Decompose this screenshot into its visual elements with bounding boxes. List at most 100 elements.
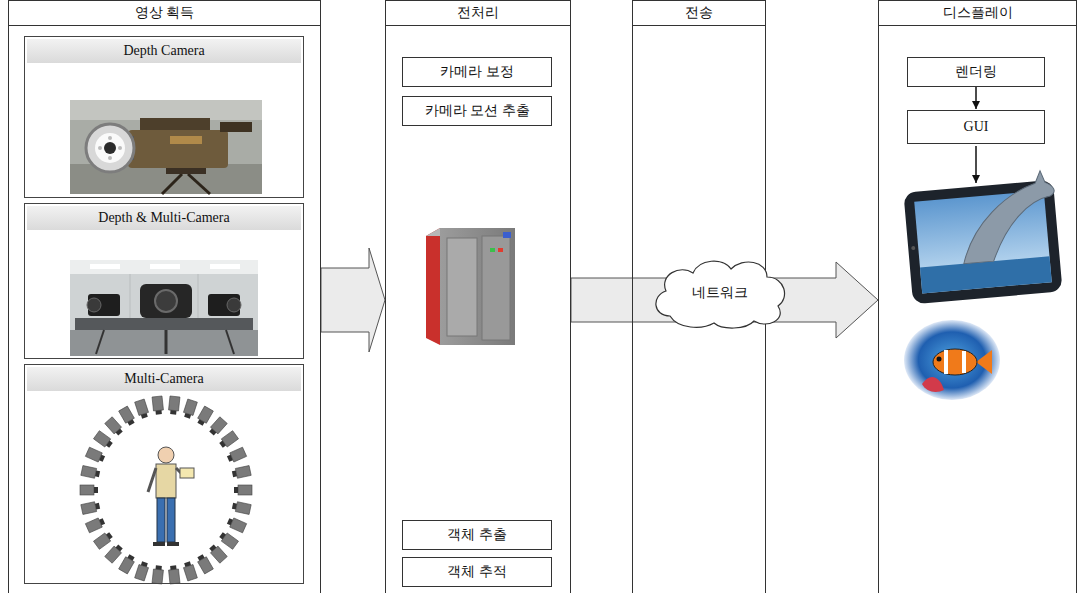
ring-camera [127,554,134,560]
lane-title: 디스플레이 [879,1,1076,26]
ring-camera [94,487,98,493]
ring-camera [183,565,197,581]
depth-camera-photo [118,146,122,150]
panel-title: Depth Camera [27,39,301,63]
ring-camera [85,447,106,463]
ring-camera [197,419,204,425]
ring-camera [234,485,252,495]
ring-camera [155,410,161,415]
person-figure [153,542,165,546]
ring-camera [218,431,238,450]
ring-camera [235,466,251,479]
multi-camera-rig-photo [70,260,258,356]
multi-camera-rig-photo [87,298,101,312]
flow-arrow [321,248,385,352]
person-figure [167,498,175,542]
person-figure [148,468,156,492]
ring-camera [226,516,247,532]
ring-camera [81,502,97,515]
ring-camera [105,543,124,563]
depth-camera-photo [104,142,116,154]
multi-camera-rig-photo [70,330,258,356]
ring-camera [105,417,124,437]
clownfish-picture [922,377,944,392]
gui-to-display-arrow [975,146,977,183]
ring-camera [93,431,113,450]
ring-camera [99,455,105,462]
clownfish-picture [976,350,992,374]
ring-camera [208,417,227,437]
process-box: GUI [907,110,1045,144]
camera-panel: Multi-Camera [24,364,304,584]
ring-camera [183,399,197,415]
ring-camera [81,466,97,479]
tablet-display-picture [956,170,1059,264]
person-figure [148,447,194,546]
depth-camera-photo [220,122,252,132]
clownfish-picture [937,357,942,362]
process-label: GUI [964,119,989,135]
ring-camera [219,441,226,448]
lane-band: 영상 획득 Depth CameraDepth & Multi-CameraMul… [8,0,321,593]
ring-camera [106,441,113,448]
ring-camera [234,487,238,493]
ring-camera [209,544,216,551]
person-figure [156,464,176,498]
ring-camera [135,561,150,581]
ring-camera [184,413,191,419]
ring-camera [81,501,101,515]
depth-camera-photo [188,174,210,194]
ring-camera [168,396,180,415]
ring-camera [184,561,191,567]
process-box: 카메라 보정 [402,57,552,87]
multi-camera-rig-photo [226,330,234,354]
lane-title: 영상 획득 [9,1,320,26]
ring-camera [119,553,137,574]
tablet-display-picture [911,246,915,250]
server-icon [426,228,440,345]
ring-camera [141,561,148,567]
ring-camera [95,503,100,510]
multi-camera-rig-photo [208,294,240,316]
server-icon [482,236,510,340]
depth-camera-photo [170,136,202,144]
ring-camera [226,447,247,463]
ring-camera [218,531,238,550]
ring-camera [235,502,251,515]
panel-title: Multi-Camera [27,367,301,391]
ring-camera [81,466,101,480]
person-figure [180,468,194,478]
ring-camera [152,569,163,584]
ring-camera [196,553,214,574]
ring-camera [227,455,233,462]
ring-camera [99,518,105,525]
ring-camera [152,396,164,415]
ring-camera [182,399,197,419]
depth-camera-photo [108,156,112,160]
server-icon [426,228,515,345]
ring-camera [170,410,176,415]
camera-panel: Depth & Multi-Camera [24,203,304,359]
ring-camera [232,503,237,510]
depth-camera-photo [162,174,182,194]
clownfish-picture [933,349,977,375]
ring-camera [155,565,161,570]
server-icon [440,228,515,345]
camera-ring [80,396,252,584]
multi-camera-rig-photo [75,318,253,330]
ring-camera [141,413,148,419]
multi-camera-rig-photo [70,260,258,356]
process-label: 카메라 모션 추출 [425,102,530,120]
multi-camera-rig-photo [88,294,120,316]
lane-title: 전처리 [386,1,570,26]
ring-camera [127,419,134,425]
process-box: 객체 추출 [402,520,552,550]
ring-camera [116,544,123,551]
person-figure [157,498,165,542]
person-figure [158,447,174,463]
ring-camera [170,565,176,570]
depth-camera-photo [70,100,262,194]
ring-camera [231,501,251,515]
